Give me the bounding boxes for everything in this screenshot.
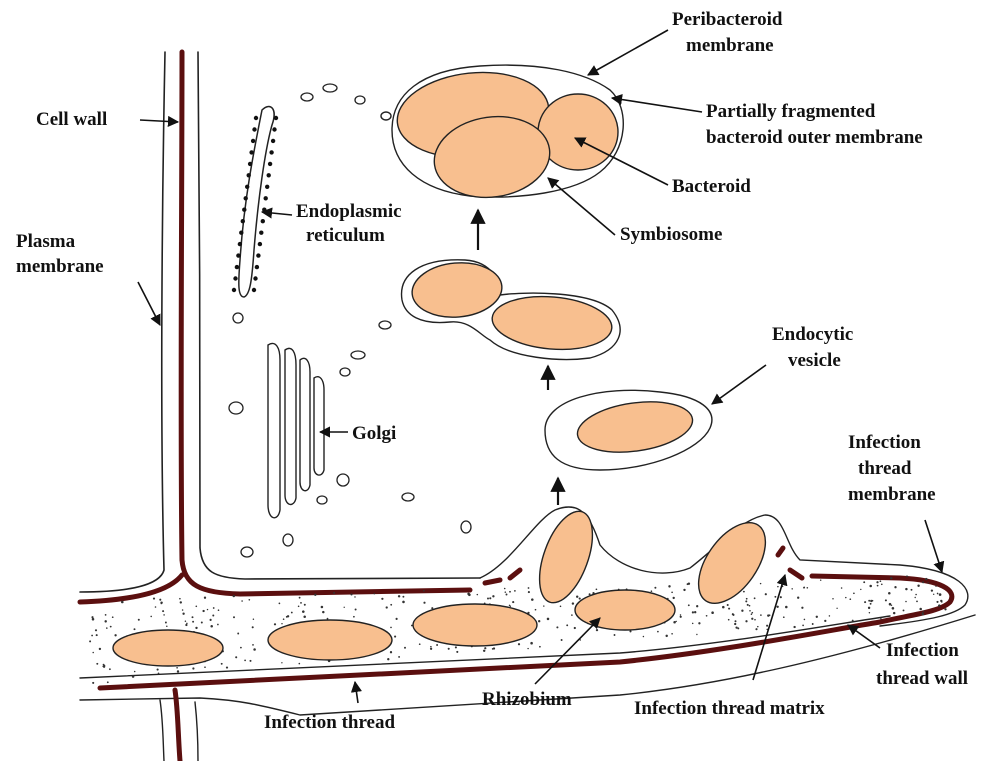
label-infection-thread-membrane: membrane — [848, 484, 936, 505]
label-endocytic-vesicle: vesicle — [788, 350, 841, 371]
label-infection-thread-matrix: Infection thread matrix — [634, 698, 825, 719]
dividing-vesicle — [402, 259, 621, 359]
cell-wall-vertical-bottom-line-a — [160, 700, 164, 761]
label-infection-thread-wall: thread wall — [876, 668, 968, 689]
label-infection-thread-membrane: thread — [858, 458, 912, 479]
rhizobia-in-thread — [113, 504, 779, 666]
golgi-stack — [268, 343, 324, 517]
thread-wall-dash-3 — [778, 548, 783, 555]
label-bacteroid: Bacteroid — [672, 176, 751, 197]
thread-wall-dash-2 — [510, 570, 520, 578]
label-endoplasmic-reticulum: Endoplasmic — [296, 201, 402, 222]
endoplasmic-reticulum — [232, 106, 278, 297]
label-plasma-membrane: Plasma — [16, 231, 76, 252]
label-plasma-membrane: membrane — [16, 256, 104, 277]
cell-wall-vertical-bottom — [175, 690, 180, 761]
label-peribacteroid-membrane: membrane — [686, 35, 774, 56]
label-partially-fragmented: bacteroid outer membrane — [706, 127, 923, 148]
label-infection-thread-wall: Infection — [886, 640, 959, 661]
rhizobium-cell — [685, 511, 779, 615]
rhizobium-cell — [113, 630, 223, 666]
cell-wall-vertical-bottom-line-b — [195, 702, 198, 761]
thread-wall-dash-1 — [485, 580, 500, 583]
rhizobium-cell — [529, 504, 603, 609]
label-partially-fragmented: Partially fragmented — [706, 101, 876, 122]
label-endocytic-vesicle: Endocytic — [772, 324, 853, 345]
endocytic-vesicle — [545, 390, 712, 470]
label-infection-thread: Infection thread — [264, 712, 395, 733]
label-infection-thread-membrane: Infection — [848, 432, 921, 453]
thread-wall-dash-4 — [790, 570, 802, 578]
label-symbiosome: Symbiosome — [620, 224, 722, 245]
label-peribacteroid-membrane: Peribacteroid — [672, 9, 783, 30]
symbiosome — [381, 65, 623, 205]
label-endoplasmic-reticulum: reticulum — [306, 225, 385, 246]
cell-wall-outer-line — [80, 52, 165, 592]
label-cell-wall: Cell wall — [36, 109, 107, 130]
label-golgi: Golgi — [352, 423, 396, 444]
label-rhizobium: Rhizobium — [482, 689, 572, 710]
rhizobium-cell — [413, 604, 537, 646]
rhizobium-cell — [268, 620, 392, 660]
rhizobium-cell — [575, 590, 675, 630]
